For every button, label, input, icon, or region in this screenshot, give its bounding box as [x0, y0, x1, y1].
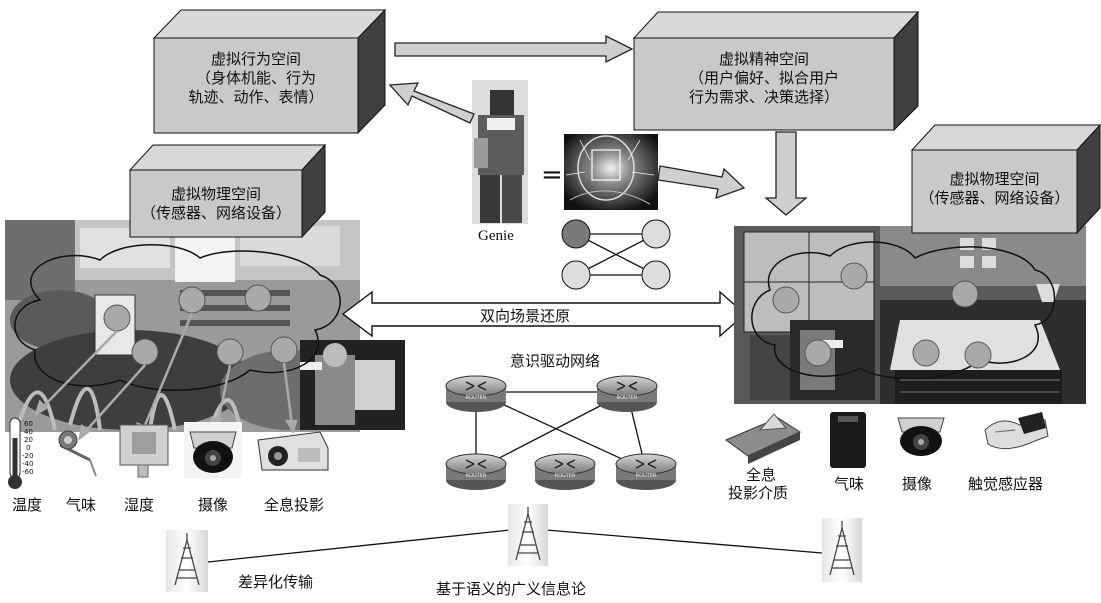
semantic-info-theory-label: 基于语义的广义信息论 [436, 580, 587, 598]
genie-person-photo [472, 80, 528, 224]
device-label-touch: 触觉感应器 [968, 475, 1044, 493]
left-scene-photo [5, 220, 405, 432]
behavior-space-line2: （身体机能、行为 [195, 69, 316, 87]
thermo-tick: 20 [24, 436, 33, 444]
device-label-camera-right: 摄像 [902, 475, 933, 493]
physical-left-text: 虚拟物理空间 （传感器、网络设备） [130, 185, 302, 223]
touch-sensor-icon [984, 412, 1049, 450]
behavior-space-title: 虚拟行为空间 [210, 50, 301, 68]
router-label: ROUTER [636, 473, 657, 479]
device-label-camera: 摄像 [198, 496, 229, 514]
thermometer-icon: 60 40 20 0 -20 -40 -60 [8, 417, 33, 489]
thermo-tick: 40 [24, 428, 33, 436]
differentiated-transmission-label: 差异化传输 [238, 573, 314, 591]
router-label: ROUTER [555, 473, 576, 479]
physical-left-title: 虚拟物理空间 [170, 185, 261, 203]
transmission-lines [207, 529, 823, 563]
spirit-space-line2: （用户偏好、拟合用户 [688, 69, 839, 87]
device-label-humidity: 湿度 [124, 496, 155, 514]
spirit-space-line3: 行为需求、决策选择） [688, 88, 839, 106]
tower-icon-right [822, 518, 862, 582]
device-label-holo-line2: 投影介质 [728, 484, 789, 502]
arrow-spirit-down [764, 131, 808, 216]
consciousness-graph [561, 219, 671, 290]
physical-left-line2: （传感器、网络设备） [140, 204, 291, 222]
physical-right-line2: （传感器、网络设备） [919, 189, 1070, 207]
behavior-space-text: 虚拟行为空间 （身体机能、行为 轨迹、动作、表情） [154, 50, 358, 107]
brain-head-image [564, 134, 658, 210]
arrow-genie-to-behavior [388, 82, 475, 124]
right-camera-icon [897, 417, 945, 456]
physical-space-box-right [910, 123, 1101, 235]
smell-sensor-icon [58, 430, 97, 477]
arrow-brain-to-right-scene [657, 165, 746, 200]
spirit-space-text: 虚拟精神空间 （用户偏好、拟合用户 行为需求、决策选择） [634, 50, 894, 107]
router-label: ROUTER [466, 395, 487, 401]
equals-sign: = [541, 160, 563, 190]
thermo-tick: 0 [26, 444, 30, 452]
holographic-medium-icon [724, 413, 802, 464]
router-2: ROUTER [596, 375, 658, 412]
physical-space-box-left [128, 143, 327, 239]
spirit-space-title: 虚拟精神空间 [718, 50, 809, 68]
device-label-holographic-projection: 全息投影 [264, 496, 325, 514]
spirit-space-box [632, 10, 920, 132]
router-5: ROUTER [615, 453, 677, 490]
scene-restore-label: 双向场景还原 [480, 307, 571, 325]
thermo-tick: -40 [22, 460, 33, 468]
thermo-tick: 60 [24, 420, 33, 428]
smell-device-icon [830, 412, 866, 468]
projector-icon [257, 431, 329, 471]
physical-right-text: 虚拟物理空间 （传感器、网络设备） [912, 170, 1077, 208]
router-4: ROUTER [534, 453, 596, 490]
device-label-smell-right: 气味 [834, 475, 865, 493]
behavior-space-box [152, 8, 387, 135]
behavior-space-line3: 轨迹、动作、表情） [188, 88, 324, 106]
router-label: ROUTER [617, 395, 638, 401]
left-scene-cloud [14, 244, 341, 391]
arrow-behavior-to-spirit [394, 34, 634, 64]
network-title: 意识驱动网络 [510, 352, 601, 370]
tower-icon-center [508, 504, 548, 566]
thermo-tick: -60 [22, 468, 33, 476]
genie-label: Genie [478, 228, 514, 244]
right-sensor-nodes [772, 262, 992, 369]
router-label: ROUTER [466, 473, 487, 479]
router-1: ROUTER [445, 375, 507, 412]
device-label-smell: 气味 [66, 496, 97, 514]
router-3: ROUTER [445, 453, 507, 490]
device-label-holo-line1: 全息 [746, 466, 777, 484]
physical-right-title: 虚拟物理空间 [949, 170, 1040, 188]
right-scene-cloud [751, 241, 1056, 380]
device-label-temperature: 温度 [12, 496, 43, 514]
thermo-tick: -20 [22, 452, 33, 460]
left-camera-icon [184, 422, 242, 478]
tower-icon-left [166, 530, 208, 592]
humidity-sensor-icon [119, 424, 169, 478]
